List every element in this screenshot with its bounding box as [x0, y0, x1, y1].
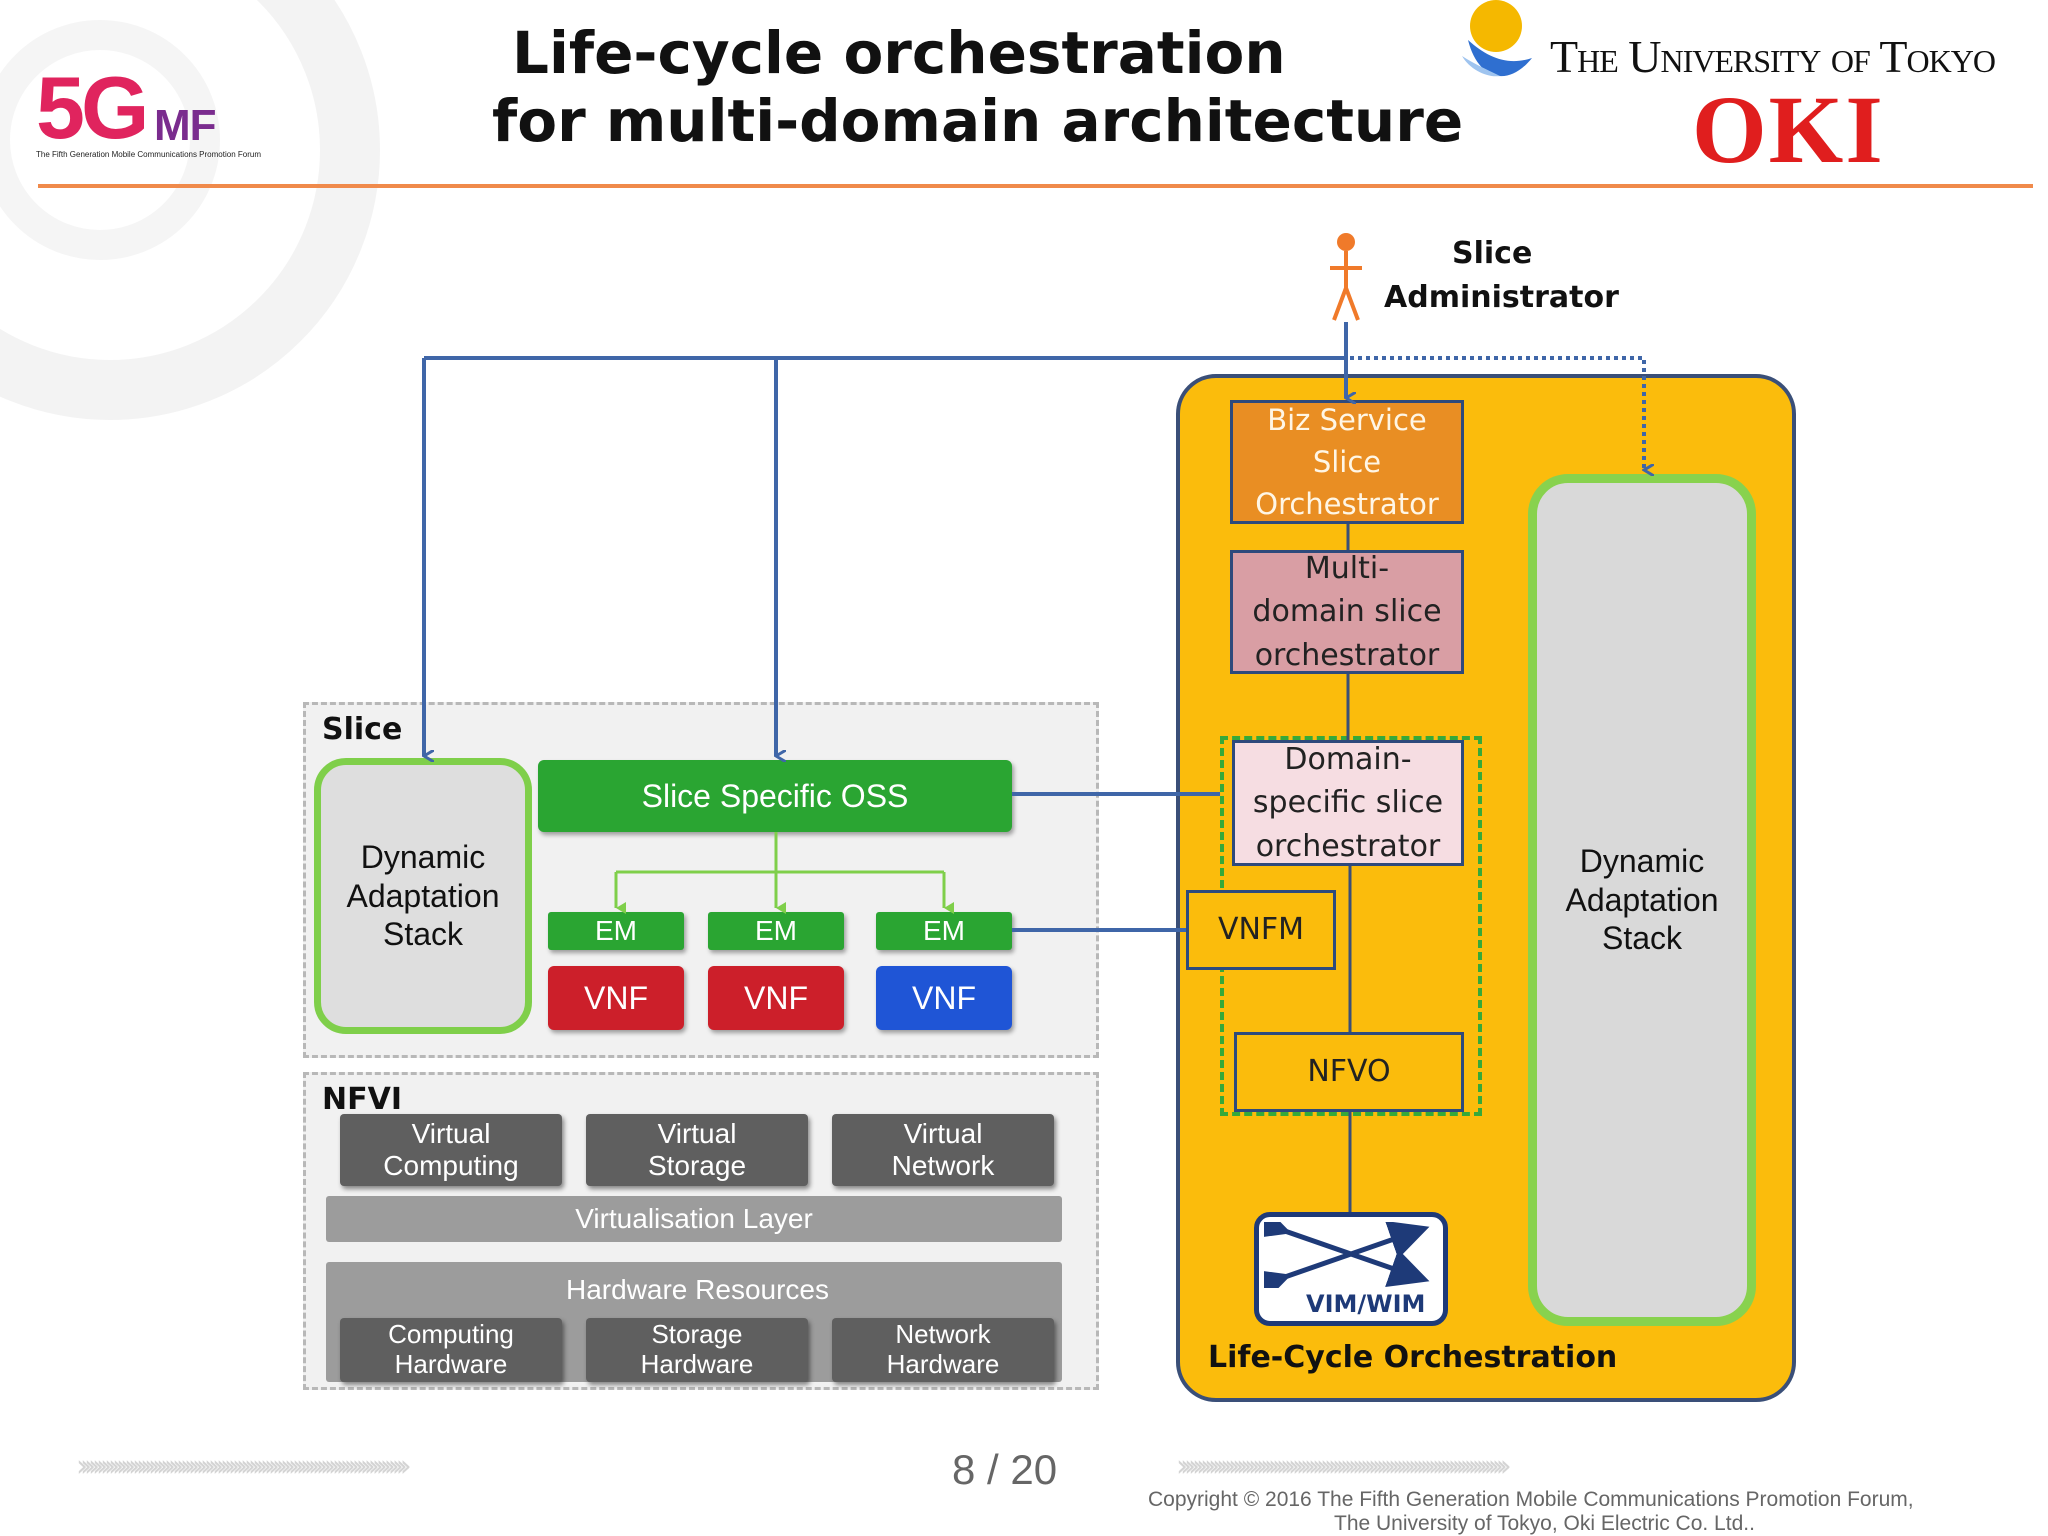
page-number: 8 / 20	[952, 1446, 1058, 1493]
utokyo-logo-text: The University of Tokyo	[1550, 31, 1996, 82]
vnf-box-1: VNF	[548, 966, 684, 1030]
biz-service-slice-orchestrator: Biz Service Slice Orchestrator	[1230, 400, 1464, 524]
person-icon	[1330, 233, 1362, 321]
5gmf-logo-5g: 5G	[36, 58, 149, 157]
dynamic-adaptation-stack-left: Dynamic Adaptation Stack	[314, 758, 532, 1034]
em-box-3: EM	[876, 912, 1012, 950]
slice-admin-label-line1: Slice	[1452, 236, 1533, 271]
5gmf-logo-subtitle: The Fifth Generation Mobile Communicatio…	[36, 150, 261, 159]
5gmf-logo-mf: MF	[154, 101, 217, 150]
virtual-network: Virtual Network	[832, 1114, 1054, 1186]
slide-title-line2: for multi-domain architecture	[492, 87, 1464, 155]
footer-chevron-band-left: ››››››››››››››››››››››››››››››››››››››››…	[76, 1450, 412, 1484]
copyright-line1: Copyright © 2016 The Fifth Generation Mo…	[1148, 1488, 1914, 1511]
lifecycle-orchestration-label: Life-Cycle Orchestration	[1208, 1340, 1618, 1375]
oki-logo: OKI	[1692, 76, 1885, 183]
dynamic-adaptation-stack-right: Dynamic Adaptation Stack	[1528, 474, 1756, 1326]
hardware-resources-label: Hardware Resources	[566, 1274, 829, 1305]
em-box-2: EM	[708, 912, 844, 950]
crossed-arrows-icon	[1264, 1222, 1430, 1288]
utokyo-ginkgo-icon	[1462, 0, 1532, 77]
multi-domain-slice-orchestrator: Multi- domain slice orchestrator	[1230, 550, 1464, 674]
slide-title-line1: Life-cycle orchestration	[512, 19, 1286, 87]
5gmf-logo: 5G MF The Fifth Generation Mobile Commun…	[36, 64, 266, 164]
vnf-box-2: VNF	[708, 966, 844, 1030]
nfvo-box: NFVO	[1234, 1032, 1464, 1112]
virtual-storage: Virtual Storage	[586, 1114, 808, 1186]
computing-hardware: Computing Hardware	[340, 1318, 562, 1382]
header-divider	[38, 184, 2033, 188]
virtualisation-layer: Virtualisation Layer	[326, 1196, 1062, 1242]
copyright-line2: The University of Tokyo, Oki Electric Co…	[1334, 1512, 1755, 1535]
nfvi-panel-label: NFVI	[322, 1082, 402, 1117]
vnfm-box: VNFM	[1186, 890, 1336, 970]
vnf-box-3: VNF	[876, 966, 1012, 1030]
em-box-1: EM	[548, 912, 684, 950]
footer-chevron-band-right: ››››››››››››››››››››››››››››››››››››››››…	[1176, 1450, 1512, 1484]
slice-admin-label-line2: Administrator	[1384, 280, 1619, 315]
slice-panel-label: Slice	[322, 712, 403, 747]
vim-wim-label: VIM/WIM	[1306, 1290, 1426, 1318]
slice-specific-oss: Slice Specific OSS	[538, 760, 1012, 832]
storage-hardware: Storage Hardware	[586, 1318, 808, 1382]
virtual-computing: Virtual Computing	[340, 1114, 562, 1186]
network-hardware: Network Hardware	[832, 1318, 1054, 1382]
domain-specific-slice-orchestrator: Domain- specific slice orchestrator	[1232, 740, 1464, 866]
